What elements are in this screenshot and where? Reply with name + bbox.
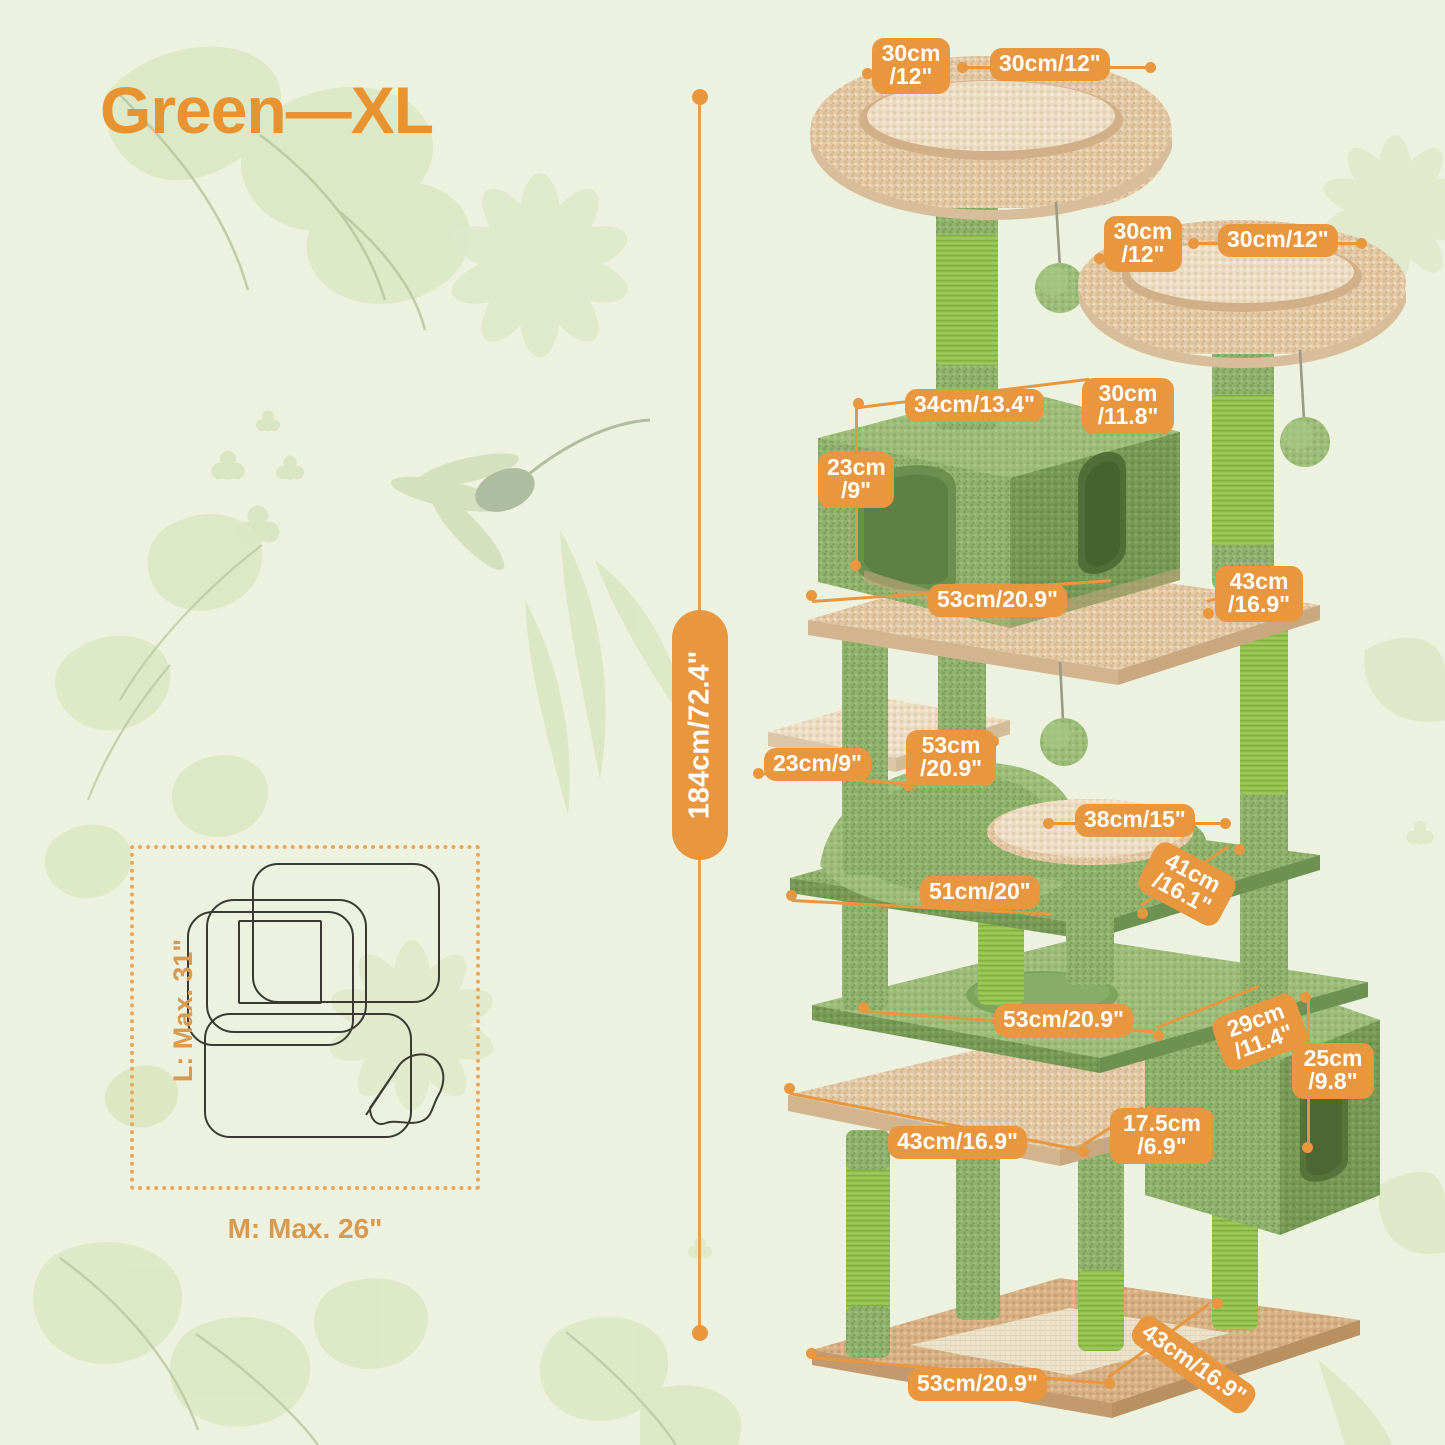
dim-dot — [853, 398, 864, 409]
dim-dot — [1234, 844, 1245, 855]
dim-dot — [1104, 1378, 1115, 1389]
badge-round-cushion: 38cm/15" — [1075, 804, 1195, 838]
dim-dot — [957, 62, 968, 73]
badge-small-shelf-width: 23cm/9" — [764, 748, 871, 782]
tree-shelf-pompom — [1040, 661, 1088, 766]
badge-bowl-platform-width: 51cm/20" — [920, 876, 1040, 910]
badge-lower-shelf-width: 43cm/16.9" — [888, 1126, 1027, 1160]
dim-dot — [806, 590, 817, 601]
cat-size-shape-blob — [365, 1053, 445, 1125]
tree-top-nest — [810, 56, 1172, 220]
height-ruler-bottom-dot — [692, 1325, 708, 1341]
badge-second-nest-width: 30cm/12" — [1218, 224, 1338, 258]
dim-dot — [862, 68, 873, 79]
page-title: Green—XL — [100, 73, 434, 147]
dim-dot — [1188, 238, 1199, 249]
tree-top-pompom — [1035, 201, 1085, 313]
dim-dot — [784, 1083, 795, 1094]
dim-dot — [753, 768, 764, 779]
badge-lower-shelf-depth: 17.5cm /6.9" — [1110, 1108, 1214, 1164]
cat-size-shape-bottom — [204, 1013, 412, 1138]
cat-size-guide: L: Max. 31" M: Max. 26" — [130, 845, 480, 1244]
dim-dot — [786, 890, 797, 901]
dim-dot — [1043, 818, 1054, 829]
badge-mid-platform-width: 53cm/20.9" — [994, 1004, 1133, 1038]
dim-dot — [1300, 992, 1311, 1003]
cat-size-large-label: L: Max. 31" — [168, 938, 199, 1083]
dim-dot — [1094, 253, 1105, 264]
dim-dot — [850, 560, 861, 571]
dim-dot — [1220, 818, 1231, 829]
dim-dot — [1356, 238, 1367, 249]
tree-top-post — [936, 168, 998, 430]
cat-size-shape-inner — [238, 920, 322, 1004]
dim-dot — [858, 1002, 869, 1013]
cat-size-medium-label: M: Max. 26" — [227, 1213, 383, 1244]
dim-dot — [1153, 1030, 1164, 1041]
badge-base-width: 53cm/20.9" — [908, 1368, 1047, 1402]
badge-condo-width: 34cm/13.4" — [905, 389, 1044, 423]
badge-top-nest-depth: 30cm /12" — [872, 38, 950, 94]
badge-top-nest-width: 30cm/12" — [990, 48, 1110, 82]
dim-dot — [1137, 908, 1148, 919]
height-ruler-top-dot — [692, 89, 708, 105]
cat-size-shape-left — [187, 911, 354, 1046]
badge-upper-shelf-depth: 43cm /16.9" — [1215, 566, 1303, 622]
dim-dot — [1212, 1298, 1223, 1309]
cat-size-dashed-frame — [130, 845, 480, 1190]
badge-condo-depth: 30cm /11.8" — [1082, 378, 1174, 434]
badge-upper-shelf-width: 53cm/20.9" — [928, 584, 1067, 618]
overall-height-label: 184cm/72.4" — [683, 650, 716, 820]
badge-condo-height: 23cm /9" — [818, 452, 894, 508]
tree-second-pompom — [1280, 349, 1330, 467]
overall-height-badge: 184cm/72.4" — [672, 610, 728, 860]
cat-size-shape-back — [252, 863, 440, 1003]
dim-dot — [806, 1348, 817, 1359]
dim-dot — [1145, 62, 1156, 73]
tree-second-nest-post — [1212, 340, 1274, 590]
badge-second-nest-depth: 30cm /12" — [1104, 216, 1182, 272]
dim-dot — [1203, 608, 1214, 619]
dim-dot — [903, 780, 914, 791]
cat-size-shape-front — [206, 899, 367, 1033]
badge-lower-condo-height: 25cm /9.8" — [1292, 1043, 1374, 1099]
badge-small-shelf-depth: 53cm /20.9" — [906, 730, 996, 786]
dim-dot — [1302, 1142, 1313, 1153]
dim-dot — [1078, 1146, 1089, 1157]
